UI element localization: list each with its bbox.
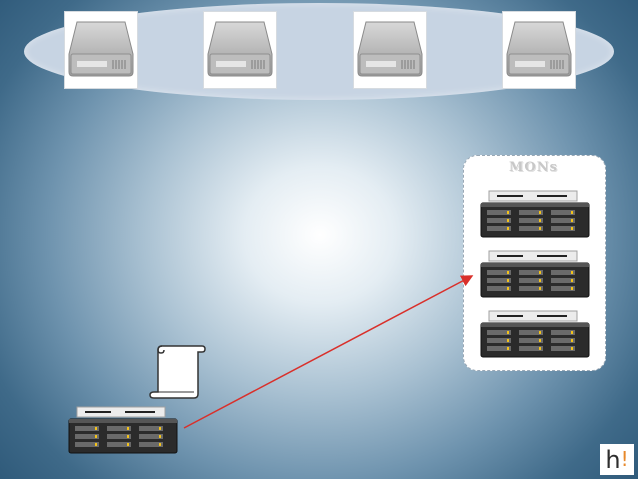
- hard-disk-icon: [502, 11, 576, 89]
- hard-disk-icon: [203, 11, 277, 89]
- mons-label: MONs: [509, 160, 558, 175]
- brand-letter: h: [605, 446, 621, 474]
- brand-logo: h!: [600, 444, 634, 475]
- scroll-icon: [149, 345, 206, 399]
- rack-server-icon: [480, 190, 590, 238]
- rack-server-icon: [480, 310, 590, 358]
- hard-disk-icon: [64, 11, 138, 89]
- hard-disk-icon: [353, 11, 427, 89]
- rack-server-icon: [480, 250, 590, 298]
- client-server-icon: [68, 406, 178, 454]
- brand-mark: !: [620, 447, 629, 471]
